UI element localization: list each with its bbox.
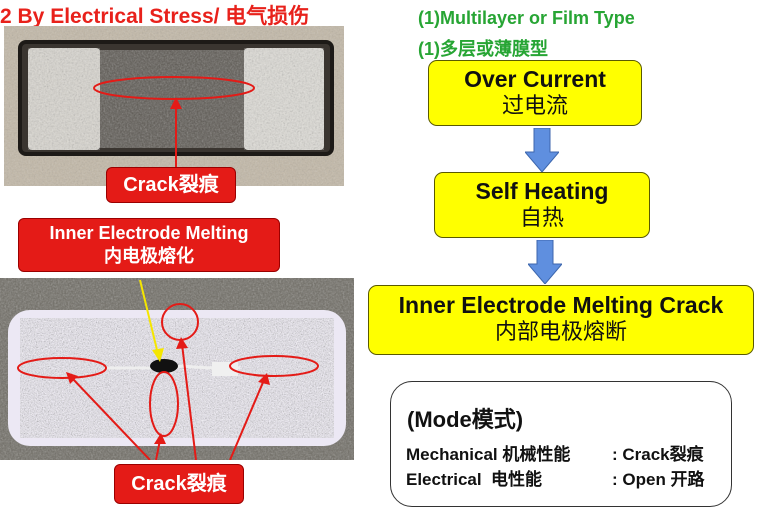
top-chip-photo: [4, 26, 344, 186]
inner-electrode-melting-label: Inner Electrode Melting 内电极熔化: [18, 218, 280, 272]
melting-label-en: Inner Electrode Melting: [49, 223, 249, 243]
flow-step-3-en: Inner Electrode Melting Crack: [398, 292, 724, 318]
mode-row-electrical-value: : Open 开路: [612, 470, 705, 489]
mode-heading: (Mode模式): [407, 407, 524, 432]
mode-row-electrical: Electrical 电性能 : Open 开路: [406, 465, 705, 490]
flow-step-1-zh: 过电流: [501, 93, 568, 118]
flow-step-3-zh: 内部电极熔断: [494, 319, 627, 344]
subtitle-zh: (1)多层或薄膜型: [418, 39, 548, 59]
down-arrow-icon: [525, 128, 559, 172]
flow-step-2-en: Self Heating: [475, 178, 609, 204]
crack-label-top: Crack裂痕: [106, 167, 236, 203]
mode-row-mechanical-label: Mechanical 机械性能: [406, 445, 571, 464]
crack-label-bottom: Crack裂痕: [114, 464, 244, 504]
flow-step-over-current: Over Current 过电流: [428, 60, 642, 126]
mode-row-electrical-label: Electrical 电性能: [406, 470, 543, 489]
flow-step-1-en: Over Current: [464, 66, 606, 92]
flow-step-self-heating: Self Heating 自热: [434, 172, 650, 238]
flow-step-electrode-melting-crack: Inner Electrode Melting Crack 内部电极熔断: [368, 285, 754, 355]
failure-mode-box: (Mode模式) Mechanical 机械性能 : Crack裂痕 Elect…: [390, 381, 732, 507]
mode-row-mechanical-value: : Crack裂痕: [612, 445, 704, 464]
down-arrow-icon: [528, 240, 562, 284]
bottom-chip-photo: [0, 278, 354, 460]
flow-step-2-zh: 自热: [519, 205, 564, 230]
page-title: 2 By Electrical Stress/ 电气损伤: [0, 5, 310, 28]
mode-row-mechanical: Mechanical 机械性能 : Crack裂痕: [406, 440, 704, 465]
melting-label-zh: 内电极熔化: [104, 246, 194, 266]
subtitle-en: (1)Multilayer or Film Type: [418, 8, 635, 28]
